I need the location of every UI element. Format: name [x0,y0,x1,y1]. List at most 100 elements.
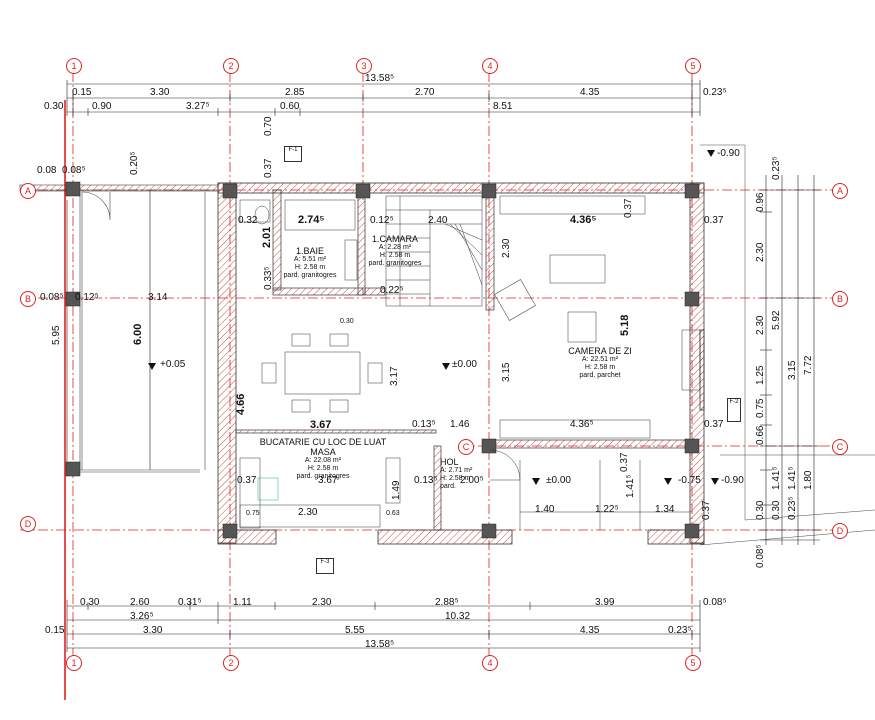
dim-inner-367a: 3.67 [310,419,332,431]
room-hol-area: A: 2.71 m² [440,467,473,474]
dim-inner-134: 1.34 [655,504,675,515]
dim-right-c2-4: 0.30 [771,500,782,520]
dim-inner-436b: 4.36⁵ [570,419,594,430]
grid-bubble-col-1: 1 [66,58,82,74]
grid-bubble-row-d-right: D [832,523,848,539]
room-baie-floor: pard. granitogres [283,272,337,279]
kitchen-counter [239,457,401,529]
dim-bottom-3: 0.31⁵ [178,597,202,608]
dim-top2-5: 8.51 [493,101,513,112]
room-baie-area: A: 5.51 m² [293,256,327,263]
living-furniture [494,195,701,439]
dim-inner-201: 2.01 [261,226,273,248]
dim-inner-033: 0.33⁵ [263,266,274,290]
dim-top-4: 2.70 [415,87,435,98]
grid-axes [20,72,840,660]
grid-bubble-row-c-inner: C [458,439,474,455]
dim-right-2: 2.30 [755,242,766,262]
dim-left-b: 6.00 [132,323,144,345]
room-hol-height: H: 2.58 m [440,475,471,482]
dim-bottom3-3: 5.55 [345,625,365,636]
room-baie-height: H: 2.58 m [294,264,326,271]
room-hol-name: HOL [440,457,459,467]
dim-right-c2-1: 0.23⁵ [771,156,782,180]
dim-inner-020: 0.20⁵ [129,151,140,175]
room-bucatarie-height: H: 2.58 m [307,465,339,472]
dim-right-5: 0.75 [755,398,766,418]
grid-bubble-col-2: 2 [223,58,239,74]
grid-bubble-row-a-right: A [832,183,848,199]
grid-bubble-col-1-bottom: 1 [66,655,82,671]
dim-inner-037d: 0.37 [237,475,257,486]
structural-columns [65,181,700,539]
dim-inner-012b: 0.12⁵ [75,292,99,303]
dim-inner-149: 1.49 [391,480,402,500]
dim-inner-146: 1.46 [450,419,470,430]
dim-inner-367b: 3.67 [318,475,338,486]
dim-right-c3-2: 1.41⁵ [787,466,798,490]
dim-inner-274: 2.74⁵ [298,214,325,226]
dim-bottom3-2: 3.30 [143,625,163,636]
dim-inner-200: 2.00⁵ [460,475,484,486]
room-camera-height: H: 2.58 m [584,364,616,371]
level-minus-075: -0.75 [678,475,701,486]
dim-right-1: 0.96 [755,192,766,212]
dim-right-8: 0.08⁵ [755,544,766,568]
room-bucatarie-floor: pard. granitogres [296,473,350,480]
grid-bubble-row-b-right: B [832,291,848,307]
bottom-dimension-lines [66,600,701,652]
dim-top-6: 0.23⁵ [703,87,727,98]
room-camera-de-zi: CAMERA DE ZI A: 22.51 m² H: 2.58 m pard.… [560,346,640,380]
dim-inner-230b: 2.30 [298,507,318,518]
interior-walls [235,189,697,531]
dim-right-c4-1: 7.72 [803,355,814,375]
dim-top-2: 3.30 [150,87,170,98]
grid-bubble-row-c-right: C [832,439,848,455]
room-hol-floor: pard. [440,483,456,490]
dim-bottom-8: 0.08⁵ [703,597,727,608]
top-dimension-lines [66,80,701,116]
dim-overall-bottom: 13.58⁵ [365,639,395,650]
level-plus-005: +0.05 [160,359,186,370]
dim-inner-022: 0.22⁵ [380,285,404,296]
dim-inner-317: 3.17 [389,366,400,386]
dim-inner-030: 0.30 [340,318,354,325]
room-camara: 1.CAMARA A: 2.28 m² H: 2.58 m pard. gran… [365,234,425,268]
dim-inner-037c: 0.37 [619,452,630,472]
dim-right-c2-3: 1.41⁵ [771,466,782,490]
grid-bubble-col-4: 4 [482,58,498,74]
tag-f2: F-2 [727,398,741,422]
dim-inner-012: 0.12⁵ [370,215,394,226]
dim-top2-1: 0.30 [44,101,64,112]
room-baie-name: 1.BAIE [295,246,324,256]
dim-top2-3: 3.27⁵ [186,101,210,112]
dim-bottom-7: 3.99 [595,597,615,608]
grid-bubble-col-3: 3 [356,58,372,74]
dim-inner-140: 1.40 [535,504,555,515]
level-minus-090-right: -0.90 [721,475,744,486]
dim-right-7: 0.30 [755,500,766,520]
room-bucatarie-name: BUCATARIE CU LOC DE LUAT MASA [259,437,387,457]
dim-inner-230: 2.30 [501,238,512,258]
hall-door [489,449,690,530]
dim-inner-013b: 0.13⁵ [414,475,438,486]
left-terrace [19,184,219,473]
room-bucatarie: BUCATARIE CU LOC DE LUAT MASA A: 22.08 m… [248,437,398,481]
dim-bottom-1: 0.30 [80,597,100,608]
room-baie: 1.BAIE A: 5.51 m² H: 2.58 m pard. granit… [280,246,340,280]
dim-right-c3-1: 3.15 [787,360,798,380]
grid-bubble-col-5-bottom: 5 [685,655,701,671]
dim-bottom3-4: 4.35 [580,625,600,636]
grid-bubble-row-d-left: D [20,516,36,532]
room-camera-area: A: 22.51 m² [581,356,619,363]
dim-inner-032: 0.32 [238,215,258,226]
dim-right-c3-3: 0.23⁵ [787,496,798,520]
dim-inner-037b: 0.37 [704,419,724,430]
dim-right-6: 0.66 [755,425,766,445]
dim-inner-315: 3.15 [501,362,512,382]
room-camara-height: H: 2.58 m [379,252,411,259]
dim-inner-037e: 0.37 [701,500,712,520]
dim-bottom3-1: 0.15 [45,625,65,636]
